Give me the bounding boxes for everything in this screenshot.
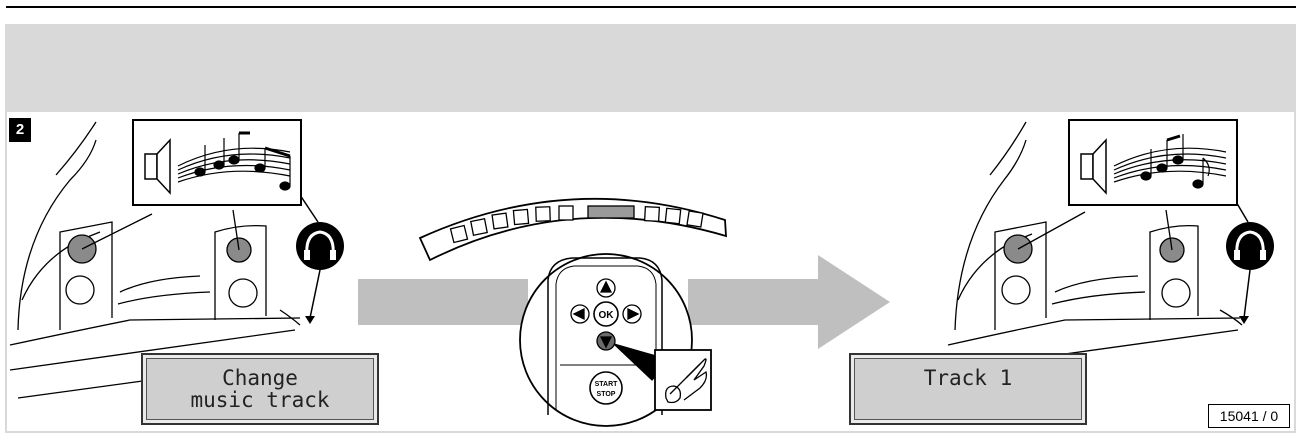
top-rule — [6, 6, 1296, 8]
speaker-icon — [144, 138, 171, 195]
car-interior-left — [9, 121, 301, 399]
stop-button-label: STOP — [597, 391, 616, 398]
display-line-2: music track — [190, 388, 330, 412]
speakers-right — [1001, 209, 1191, 308]
music-notes-icon — [177, 131, 291, 191]
arrow-right-icon — [627, 307, 640, 321]
control-button-strip — [418, 197, 727, 262]
music-callout-left — [132, 119, 302, 206]
display-change-music-track: Change music track — [141, 353, 379, 425]
step-number-badge: 2 — [9, 118, 31, 142]
music-notes-icon — [1113, 134, 1227, 189]
process-arrow — [358, 255, 890, 349]
headphones-icon — [296, 194, 344, 324]
dpad-buttons — [570, 278, 642, 405]
reference-number: 15041 / 0 — [1208, 404, 1290, 428]
header-band — [5, 24, 1296, 112]
display-line-1: Track 1 — [923, 366, 1013, 390]
ok-button-label: OK — [599, 310, 615, 321]
music-callout-right — [1068, 119, 1238, 206]
display-line-1: Change — [222, 366, 298, 390]
speakers-left — [65, 209, 258, 308]
arrow-down-icon — [599, 336, 613, 349]
display-track-1: Track 1 — [849, 353, 1087, 425]
arrow-up-icon — [599, 280, 613, 293]
headphones-icon — [1226, 194, 1274, 324]
speaker-icon — [1080, 138, 1107, 195]
start-button-label: START — [595, 381, 619, 388]
arrow-left-icon — [572, 307, 585, 321]
finger-press-icon — [613, 343, 712, 411]
